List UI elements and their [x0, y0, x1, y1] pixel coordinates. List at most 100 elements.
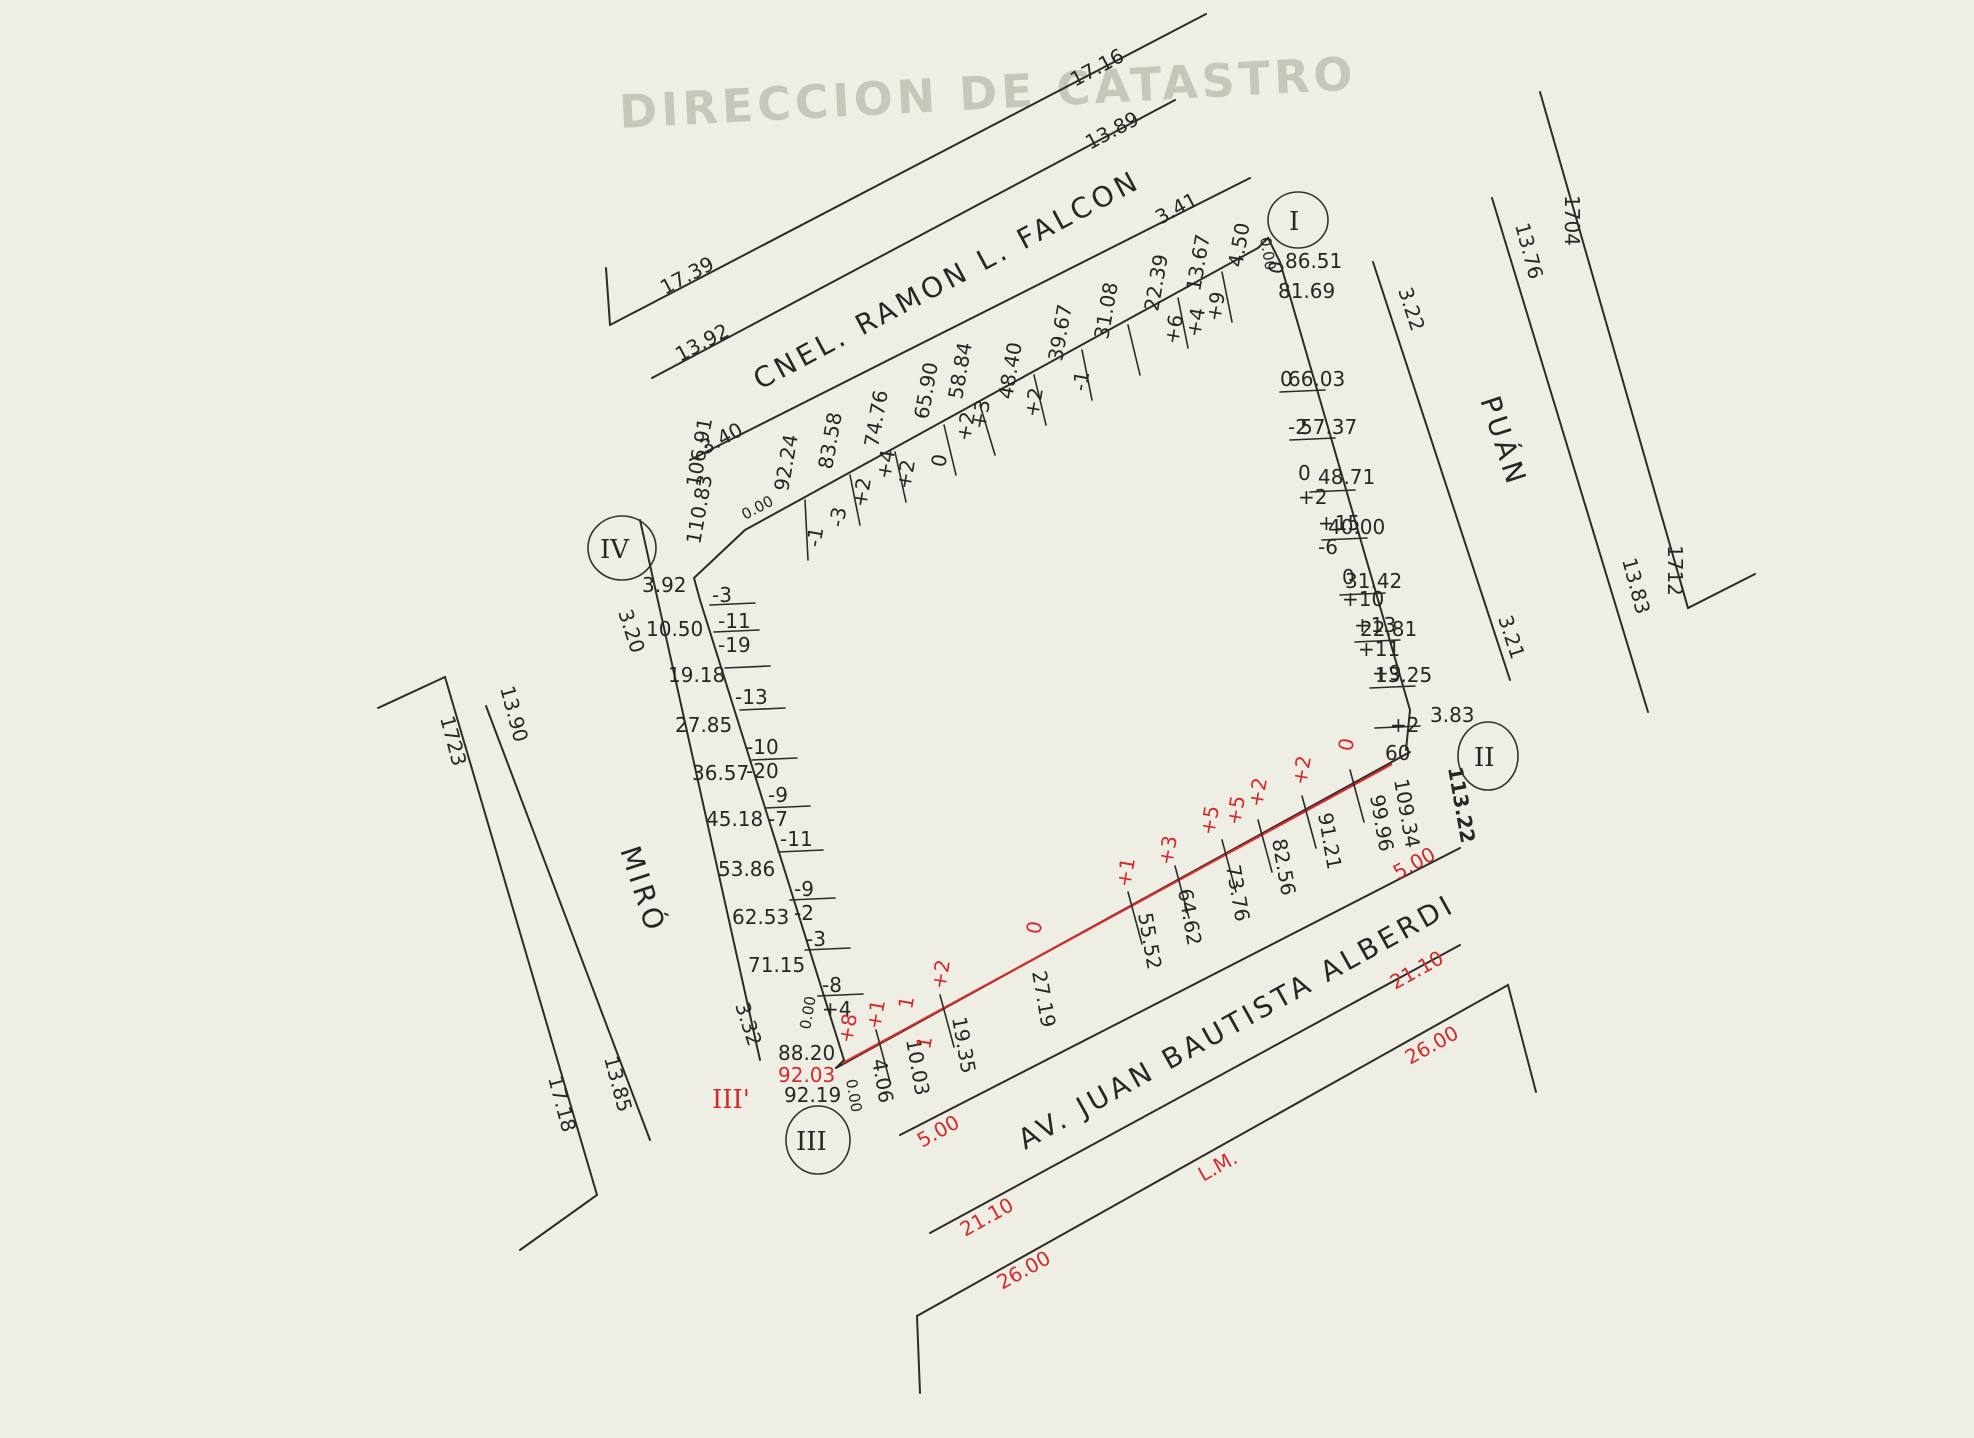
top-inner-line — [651, 99, 1176, 379]
bottom-inner-line-2 — [899, 847, 1461, 1136]
north-facade — [689, 177, 1251, 461]
survey-west-edge — [693, 577, 846, 1069]
south-dist-7: 55.52 — [1133, 911, 1167, 972]
north-dist-2: 83.58 — [813, 410, 847, 471]
north-mark-6: +2 — [1019, 386, 1048, 419]
east-mark-5: -6 — [1318, 535, 1338, 559]
north-mark-8: +2 — [951, 410, 980, 443]
width-e-321: 3.21 — [1493, 612, 1530, 662]
east-dist-3: 57.37 — [1300, 415, 1357, 439]
left-label-1718: 17.18 — [543, 1073, 581, 1135]
west-dist-11: 92.19 — [784, 1083, 841, 1107]
zero-note-sw: 0.00 — [796, 995, 820, 1031]
west-dist-6: 45.18 — [706, 807, 763, 831]
west-mark-2: -19 — [718, 633, 751, 657]
south-red-mark-9: 1 — [893, 994, 919, 1011]
bottom-block-line — [915, 983, 1537, 1394]
left-inner-line — [485, 705, 651, 1141]
south-dist-0: 113.22 — [1443, 765, 1480, 845]
north-dist-4: 65.90 — [909, 360, 943, 421]
west-mark-4: -10 — [746, 735, 779, 759]
east-mark-1: -2 — [1288, 415, 1308, 439]
north-dist-3: 74.76 — [859, 388, 893, 449]
survey-south-red-edge — [842, 763, 1393, 1064]
street-name-south: AV. JUAN BAUTISTA ALBERDI — [1012, 888, 1460, 1157]
west-dist-3: 19.18 — [668, 663, 725, 687]
west-mark-0: -3 — [712, 583, 732, 607]
width-w-320: 3.20 — [613, 606, 650, 656]
north-mark-11: +9 — [1201, 290, 1230, 323]
right-inner-line — [1491, 197, 1649, 713]
right-block-line — [1539, 91, 1756, 610]
east-ticks — [1279, 389, 1421, 729]
north-mark-4: +2 — [891, 458, 920, 491]
south-dist-5: 73.76 — [1221, 863, 1255, 924]
north-mark-0: -1 — [801, 525, 828, 549]
east-marks: 0 -2 0 +2 +15 -6 0 +10 +13 +11 +9 +2 60 — [1280, 367, 1419, 765]
north-mark-10: +6 — [1159, 313, 1188, 346]
north-mark-5: 0 — [926, 452, 952, 469]
north-mark-1: -3 — [824, 505, 851, 529]
north-mark-13: 0 — [1263, 259, 1289, 276]
east-mark-11: +2 — [1390, 713, 1419, 737]
width-e-322: 3.22 — [1393, 284, 1430, 334]
west-mark-13: +4 — [822, 997, 851, 1021]
north-dist-10: 13.67 — [1181, 232, 1215, 293]
south-dist-9: 19.35 — [947, 1015, 981, 1076]
west-dist-7: 53.86 — [718, 857, 775, 881]
south-red-mark-11: +1 — [861, 998, 890, 1031]
south-red-mark-6: +1 — [1111, 856, 1140, 889]
south-red-mark-4: +5 — [1195, 804, 1224, 837]
vertex-III-circle — [785, 1105, 851, 1175]
vertex-II-label: II — [1474, 743, 1495, 773]
west-dist-2: 10.50 — [646, 617, 703, 641]
south-red-mark-2: +2 — [1243, 776, 1272, 809]
vertex-I-label: I — [1289, 207, 1299, 237]
zero-note-nw: 0.00 — [738, 492, 776, 524]
west-dist-1: 3.92 — [642, 573, 687, 597]
vertex-IV-circle — [587, 515, 657, 581]
east-mark-8: +13 — [1354, 613, 1396, 637]
width-n-341: 3.41 — [1151, 187, 1202, 229]
east-mark-4: +15 — [1318, 511, 1360, 535]
east-mark-3: +2 — [1298, 485, 1327, 509]
south-red-mark-5: +3 — [1153, 834, 1182, 867]
left-label-1390: 13.90 — [495, 683, 533, 745]
west-facade — [639, 519, 761, 1061]
south-red-mark-0: 0 — [1333, 736, 1359, 753]
north-mark-12: +4 — [1181, 306, 1210, 339]
east-mark-10: +9 — [1372, 661, 1401, 685]
right-label-1712: 1712 — [1663, 545, 1687, 596]
north-dist-5: 58.84 — [943, 340, 977, 401]
top-block-line — [609, 13, 1207, 326]
width-w-332: 3.32 — [730, 999, 767, 1049]
north-dist-6: 48.40 — [993, 340, 1027, 401]
east-mark-2: 0 — [1298, 461, 1311, 485]
east-dist-6: 31.42 — [1345, 569, 1402, 593]
vertex-IV-label: IV — [600, 535, 630, 565]
east-mark-7: +10 — [1342, 587, 1384, 611]
zero-note-s: 0.00 — [842, 1078, 866, 1114]
east-dist-7: 22.81 — [1360, 617, 1417, 641]
west-mark-3: -13 — [735, 685, 768, 709]
street-name-north: CNEL. RAMON L. FALCON — [748, 164, 1146, 397]
south-dist-4: 82.56 — [1267, 837, 1301, 898]
west-dist-9: 71.15 — [748, 953, 805, 977]
header-stamp: DIRECCION DE CATASTRO — [618, 46, 1358, 139]
bottom-inner-line — [929, 944, 1461, 1234]
west-mark-12: -8 — [822, 973, 842, 997]
top-label-1392: 13.92 — [671, 318, 733, 366]
left-label-1723: 1723 — [435, 713, 471, 768]
west-mark-11: -3 — [806, 927, 826, 951]
north-mark-9: -1 — [1067, 369, 1094, 393]
south-red-mark-10: 1 — [911, 1034, 937, 1051]
east-facade — [1372, 261, 1511, 681]
west-mark-1: -11 — [718, 609, 751, 633]
vertex-III-label: III — [796, 1127, 827, 1157]
right-label-1376: 13.76 — [1510, 220, 1548, 282]
vertex-II-circle — [1457, 721, 1519, 791]
right-label-1383: 13.83 — [1617, 555, 1655, 617]
south-dist-3: 91.21 — [1313, 811, 1347, 872]
south-red-mark-3: +5 — [1221, 794, 1250, 827]
